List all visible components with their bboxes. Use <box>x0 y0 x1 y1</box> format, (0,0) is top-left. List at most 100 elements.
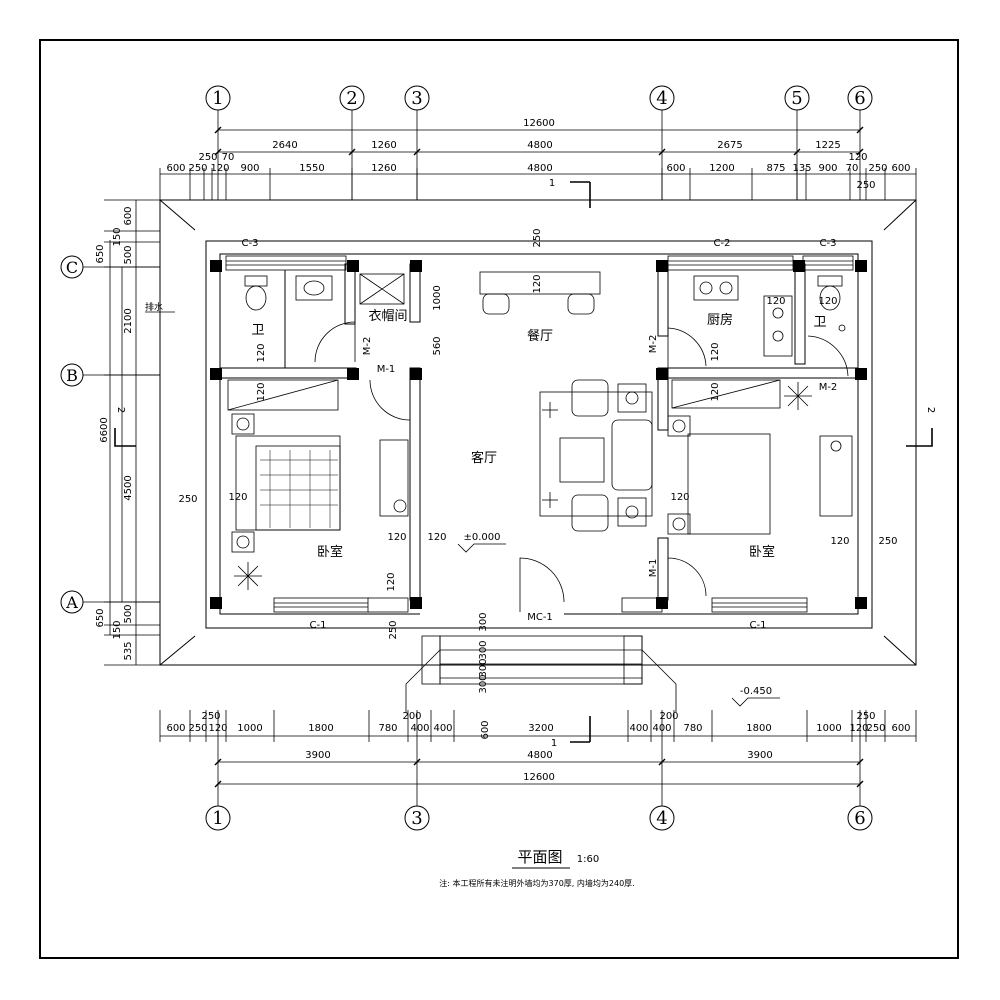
svg-text:1800: 1800 <box>308 723 333 734</box>
axis-label-top-6: 6 <box>854 88 865 109</box>
svg-text:1550: 1550 <box>299 163 324 174</box>
dim-left-outer: 6600 <box>99 417 110 442</box>
svg-text:600: 600 <box>666 163 685 174</box>
dim-left-inner-4: 500 <box>123 604 134 623</box>
window-c1-left <box>273 597 370 613</box>
section-label-right: 2 <box>925 407 936 413</box>
svg-text:250: 250 <box>868 163 887 174</box>
dim-top-3: 4800 <box>527 140 552 151</box>
axis-label-top-3: 3 <box>411 88 422 109</box>
svg-text:300: 300 <box>478 640 489 659</box>
section-label-bottom: 1 <box>551 738 557 749</box>
axis-label-bottom-3: 3 <box>411 808 422 829</box>
svg-text:600: 600 <box>891 163 910 174</box>
svg-text:135: 135 <box>792 163 811 174</box>
svg-text:560: 560 <box>432 336 443 355</box>
interior-dimensions: 250 120 1000 560 120 120 120 120 120 120… <box>178 228 897 639</box>
svg-text:250: 250 <box>188 723 207 734</box>
svg-text:120: 120 <box>818 296 837 307</box>
svg-text:120: 120 <box>210 163 229 174</box>
svg-text:3200: 3200 <box>528 723 553 734</box>
dim-left-mid-4: 650 <box>95 608 106 627</box>
dim-left-inner-3: 500 <box>123 245 134 264</box>
svg-text:120: 120 <box>830 536 849 547</box>
elevation-exterior: -0.450 <box>740 686 772 697</box>
top-dimension-lines <box>159 126 917 200</box>
svg-text:250: 250 <box>866 723 885 734</box>
dim-top-5: 1225 <box>815 140 840 151</box>
dim-left-inner-5: 150 <box>112 620 123 639</box>
label-window-c3-left: C-3 <box>242 238 259 249</box>
svg-text:1200: 1200 <box>709 163 734 174</box>
dim-top-row2: 600 250 70 120 900 1550 1260 4800 600 12… <box>166 152 910 174</box>
dim-left-inner-1: 600 <box>123 206 134 225</box>
dim-top-2: 1260 <box>371 140 396 151</box>
svg-text:780: 780 <box>378 723 397 734</box>
dim-left-inner-2: 150 <box>112 227 123 246</box>
window-c2 <box>667 255 794 271</box>
left-dimension-lines <box>104 199 160 666</box>
room-label-living: 客厅 <box>471 450 497 466</box>
label-door-m2-kitchen: M-2 <box>648 335 659 354</box>
structural-columns <box>210 260 867 609</box>
axis-label-top-1: 1 <box>212 88 223 109</box>
svg-text:250: 250 <box>201 711 220 722</box>
svg-text:120: 120 <box>387 532 406 543</box>
window-c3-left <box>225 255 347 271</box>
svg-text:120: 120 <box>710 342 721 361</box>
dim-top-small: 250 <box>856 180 875 191</box>
dim-bottom-row1: 600 250 120 1000 1800 780 400 400 3200 4… <box>166 723 910 734</box>
doors <box>314 321 849 597</box>
window-c1-small <box>367 597 663 613</box>
dim-left-mid-2: 2100 <box>123 308 134 333</box>
section-label-top: 1 <box>549 178 555 189</box>
label-door-m1-left: M-1 <box>377 364 396 375</box>
axis-bubbles-top <box>205 85 873 111</box>
svg-text:120: 120 <box>670 492 689 503</box>
svg-text:1260: 1260 <box>371 163 396 174</box>
dim-bottom-row2-3: 3900 <box>747 750 772 761</box>
label-window-c1-right: C-1 <box>750 620 767 631</box>
svg-text:120: 120 <box>228 492 247 503</box>
entrance-door-swing <box>519 557 565 612</box>
main-entrance-gap <box>420 597 564 615</box>
drawing-scale: 1:60 <box>577 854 599 865</box>
svg-text:1800: 1800 <box>746 723 771 734</box>
drawing-title: 平面图 <box>517 848 562 866</box>
room-label-bath-left: 卫 <box>251 323 264 338</box>
room-label-bedroom-left: 卧室 <box>317 544 343 560</box>
dim-left-mid-1: 650 <box>95 244 106 263</box>
svg-text:120: 120 <box>848 152 867 163</box>
svg-text:1000: 1000 <box>237 723 262 734</box>
room-label-closet: 衣帽间 <box>368 308 407 324</box>
svg-text:300: 300 <box>478 658 489 677</box>
svg-text:70: 70 <box>846 163 859 174</box>
dim-bottom-row2-2: 4800 <box>527 750 552 761</box>
svg-text:250: 250 <box>188 163 207 174</box>
room-label-bedroom-right: 卧室 <box>749 544 775 560</box>
dim-top-4: 2675 <box>717 140 742 151</box>
svg-text:120: 120 <box>710 382 721 401</box>
svg-text:400: 400 <box>652 723 671 734</box>
svg-text:120: 120 <box>766 296 785 307</box>
elevation-marker-floor <box>457 543 506 553</box>
axis-label-bottom-1: 1 <box>212 808 223 829</box>
svg-text:250: 250 <box>878 536 897 547</box>
svg-text:200: 200 <box>402 711 421 722</box>
axis-label-left-b: B <box>66 366 78 385</box>
furniture-fixtures <box>227 271 853 553</box>
dim-bottom-small: 250 250 200 200 600 <box>201 711 875 740</box>
label-window-c1-left: C-1 <box>310 620 327 631</box>
label-door-m2-right: M-2 <box>819 382 838 393</box>
label-window-c2: C-2 <box>714 238 731 249</box>
svg-text:900: 900 <box>240 163 259 174</box>
svg-text:600: 600 <box>166 723 185 734</box>
svg-text:250: 250 <box>532 228 543 247</box>
label-window-c3-right: C-3 <box>820 238 837 249</box>
svg-text:120: 120 <box>386 572 397 591</box>
svg-text:250: 250 <box>388 620 399 639</box>
entrance-steps <box>405 635 677 712</box>
axis-bubbles-bottom <box>205 805 873 831</box>
room-label-dining: 餐厅 <box>527 328 553 344</box>
